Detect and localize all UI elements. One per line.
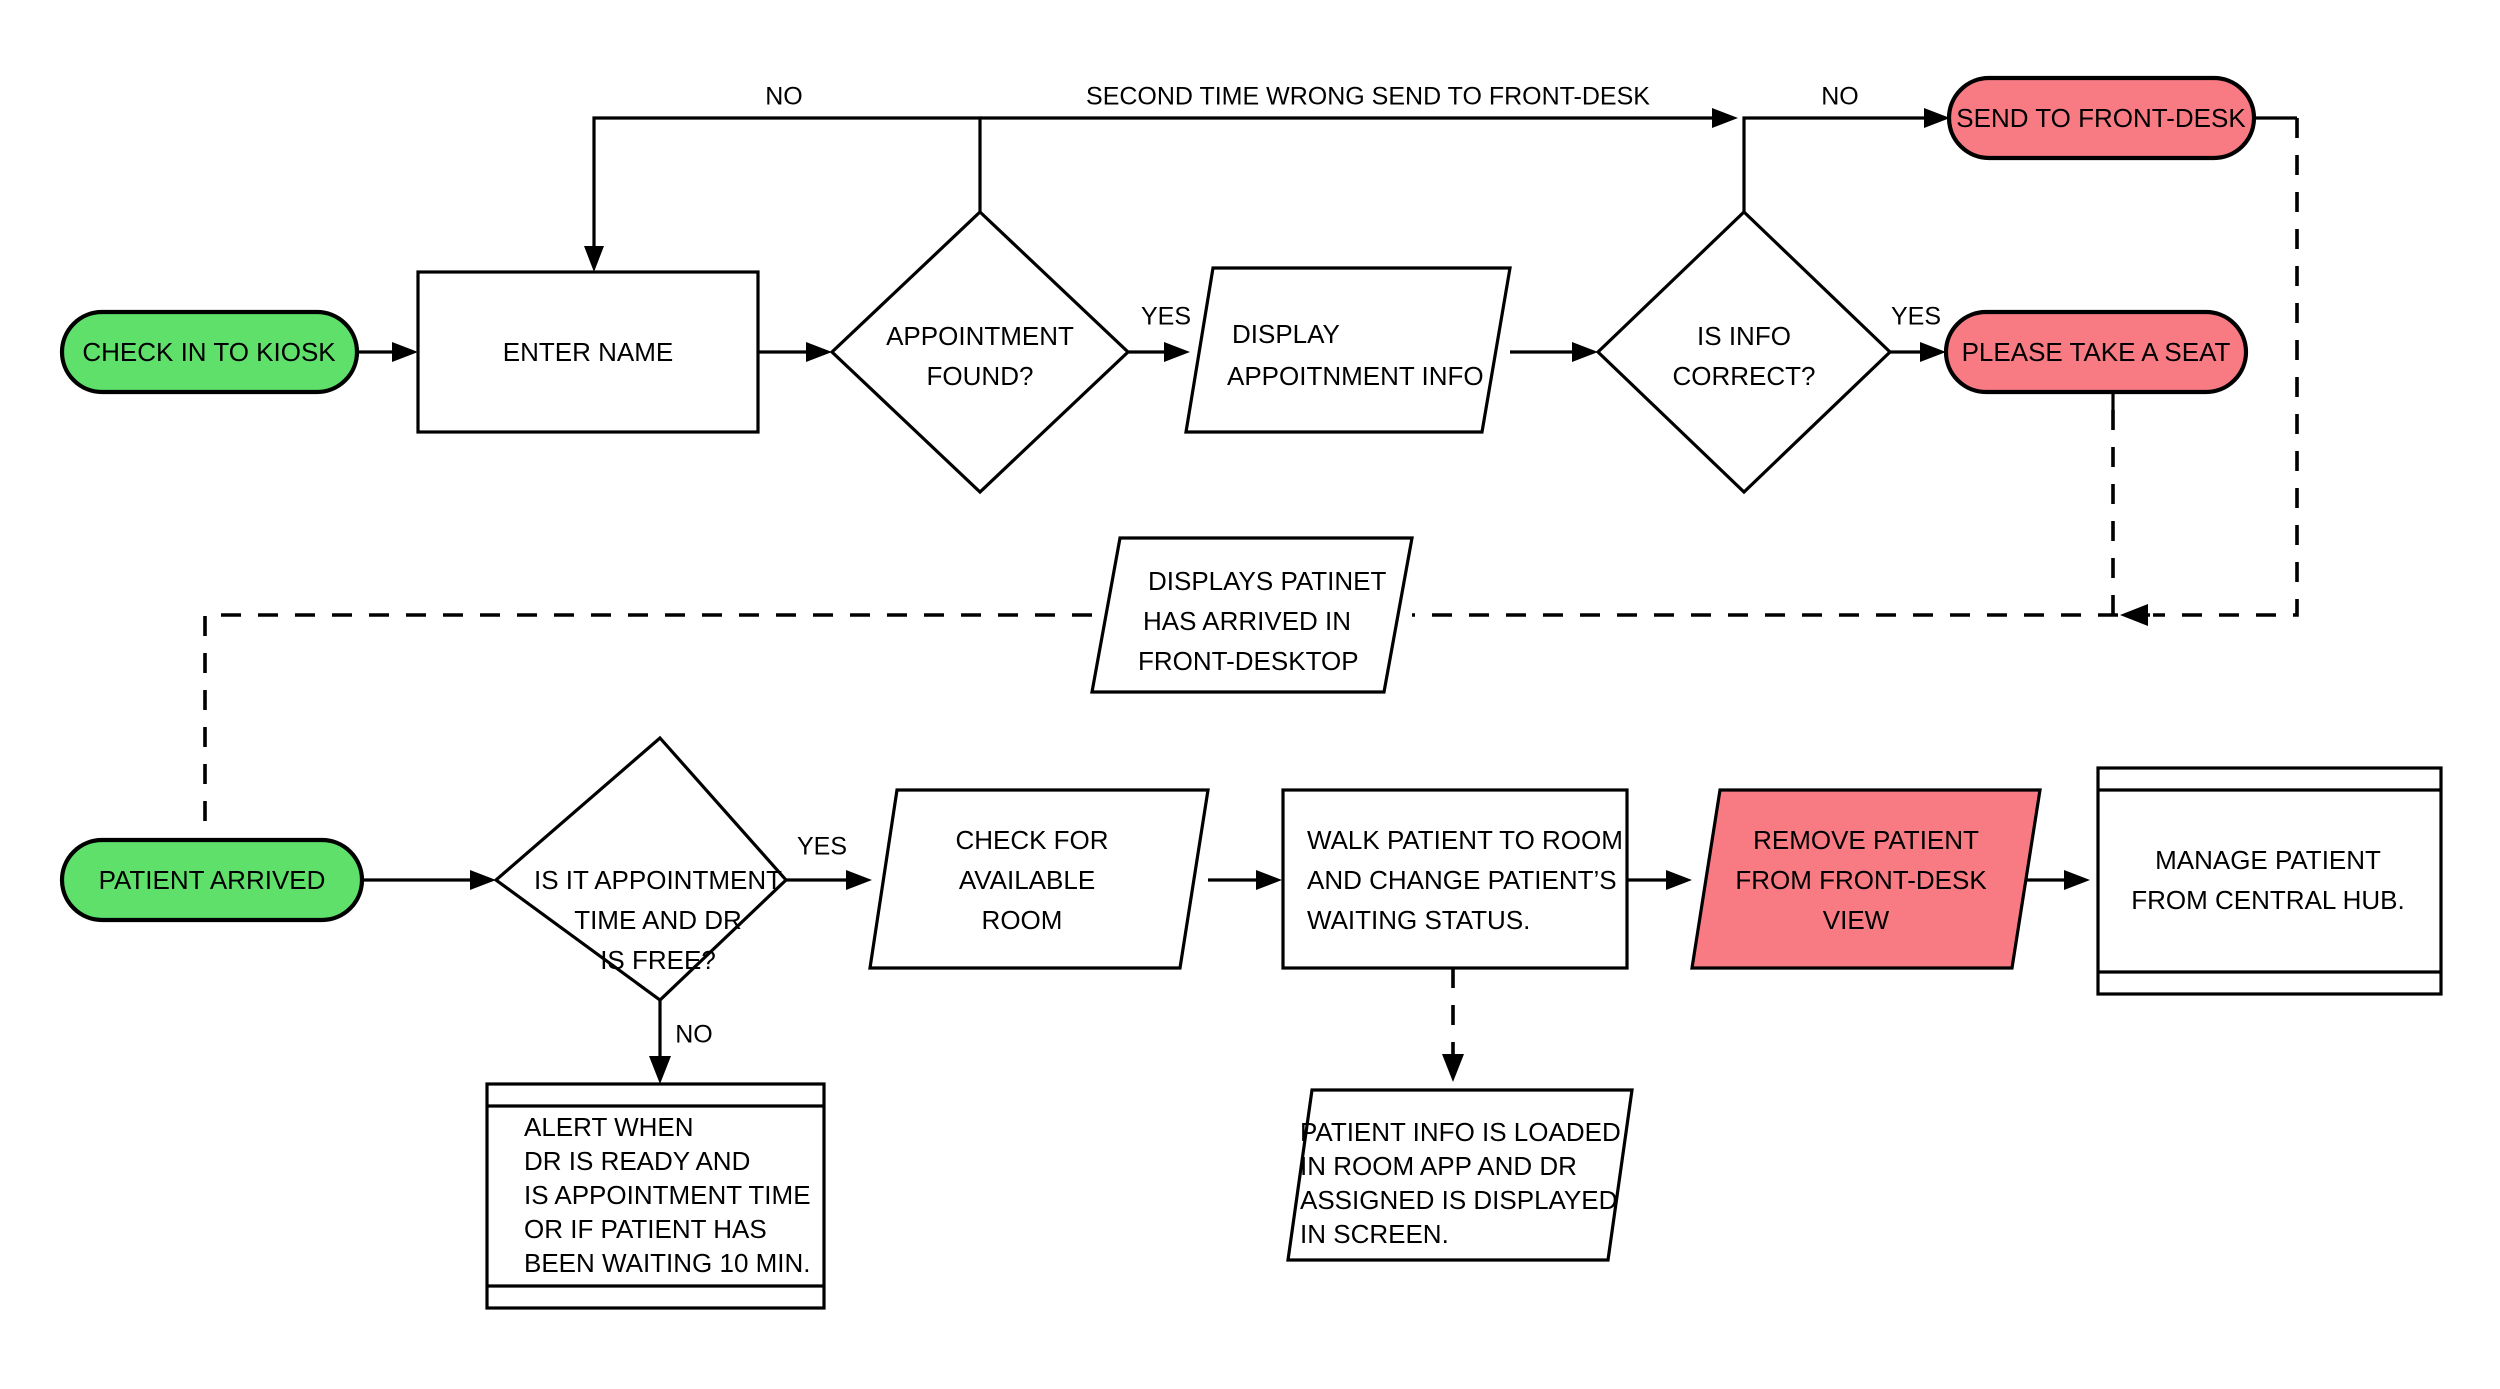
node-is-info-correct[interactable]: IS INFO CORRECT? [1595, 209, 1893, 495]
node-label-is-appt-time-line2: TIME AND DR [574, 905, 742, 935]
edge-label-yes-info-correct: YES [1891, 303, 1941, 331]
node-display-appointment-info[interactable]: DISPLAY APPOITNMENT INFO [1184, 266, 1512, 434]
edge-walk-patient-to-patient-info [1442, 968, 1464, 1082]
node-label-walk-patient-line3: WAITING STATUS. [1307, 905, 1530, 935]
arrowhead-icon [649, 1056, 671, 1084]
edge-label-no-appointment-time: NO [675, 1021, 713, 1049]
edge-appointment-found-yes [1128, 342, 1190, 362]
arrowhead-icon [806, 342, 832, 362]
node-label-display-info-line2: APPOITNMENT INFO [1227, 361, 1484, 391]
node-label-alert-line5: BEEN WAITING 10 MIN. [524, 1248, 811, 1278]
arrowhead-icon [1442, 1054, 1464, 1082]
edge-label-second-time-wrong: SECOND TIME WRONG SEND TO FRONT-DESK [1086, 83, 1650, 111]
node-manage-patient-central-hub[interactable]: MANAGE PATIENT FROM CENTRAL HUB. [2096, 766, 2443, 996]
node-label-remove-patient-line2: FROM FRONT-DESK [1735, 865, 1987, 895]
node-appointment-found[interactable]: APPOINTMENT FOUND? [829, 209, 1131, 495]
edge-label-yes-appointment-time: YES [797, 833, 847, 861]
edge-is-info-correct-yes [1890, 342, 1946, 362]
arrowhead-icon [1164, 342, 1190, 362]
node-is-appointment-time[interactable]: IS IT APPOINTMENT TIME AND DR IS FREE? [493, 735, 789, 1003]
node-label-display-info-line1: DISPLAY [1232, 319, 1340, 349]
node-patient-arrived[interactable]: PATIENT ARRIVED [59, 837, 365, 923]
node-label-alert-line4: OR IF PATIENT HAS [524, 1214, 767, 1244]
node-label-appointment-found-line2: FOUND? [927, 361, 1034, 391]
node-label-central-hub-line2: FROM CENTRAL HUB. [2131, 885, 2405, 915]
node-label-patient-info-line4: IN SCREEN. [1300, 1219, 1449, 1249]
node-label-check-room-line3: ROOM [982, 905, 1063, 935]
node-enter-name[interactable]: ENTER NAME [416, 270, 760, 434]
arrowhead-icon [1256, 870, 1282, 890]
node-label-please-take-a-seat: PLEASE TAKE A SEAT [1962, 337, 2231, 367]
edge-display-info-to-is-info-correct [1510, 342, 1598, 362]
node-label-is-info-correct-line1: IS INFO [1697, 321, 1791, 351]
node-label-appointment-found-line1: APPOINTMENT [886, 321, 1074, 351]
edge-label-no-info-correct: NO [1821, 83, 1859, 111]
node-check-in-to-kiosk[interactable]: CHECK IN TO KIOSK [59, 309, 360, 395]
node-label-patient-info-line1: PATIENT INFO IS LOADED [1300, 1117, 1621, 1147]
node-label-send-to-front-desk: SEND TO FRONT-DESK [1956, 103, 2246, 133]
node-walk-patient-to-room[interactable]: WALK PATIENT TO ROOM AND CHANGE PATIENT’… [1281, 788, 1629, 970]
node-please-take-a-seat[interactable]: PLEASE TAKE A SEAT [1943, 309, 2249, 395]
node-label-is-appt-time-line1: IS IT APPOINTMENT [534, 865, 782, 895]
arrowhead-icon [2120, 604, 2148, 626]
node-patient-info-loaded[interactable]: PATIENT INFO IS LOADED IN ROOM APP AND D… [1286, 1088, 1634, 1262]
node-send-to-front-desk[interactable]: SEND TO FRONT-DESK [1946, 75, 2257, 161]
arrowhead-icon [1666, 870, 1692, 890]
edge-check-room-to-walk-patient [1208, 870, 1282, 890]
edge-patient-arrived-to-decision [363, 870, 496, 890]
node-label-enter-name: ENTER NAME [503, 337, 673, 367]
edge-kiosk-to-enter-name [355, 342, 418, 362]
node-label-patient-info-line3: ASSIGNED IS DISPLAYED [1300, 1185, 1617, 1215]
node-label-remove-patient-line3: VIEW [1823, 905, 1890, 935]
arrowhead-icon [584, 246, 604, 272]
node-check-for-available-room[interactable]: CHECK FOR AVAILABLE ROOM [868, 788, 1210, 970]
node-label-alert-line2: DR IS READY AND [524, 1146, 750, 1176]
edge-decision-no-to-alert [649, 1000, 671, 1084]
edge-label-no-appointment-found: NO [765, 83, 803, 111]
node-label-displays-patient-line1: DISPLAYS PATINET [1148, 566, 1387, 596]
edge-appointment-found-no-loop [584, 116, 982, 272]
node-label-walk-patient-line2: AND CHANGE PATIENT’S [1307, 865, 1617, 895]
arrowhead-icon [392, 342, 418, 362]
node-label-walk-patient-line1: WALK PATIENT TO ROOM [1307, 825, 1623, 855]
node-label-alert-line3: IS APPOINTMENT TIME [524, 1180, 811, 1210]
arrowhead-icon [1712, 108, 1738, 128]
node-label-is-appt-time-line3: IS FREE? [600, 945, 716, 975]
node-label-central-hub-line1: MANAGE PATIENT [2155, 845, 2381, 875]
node-label-displays-patient-line2: HAS ARRIVED IN [1143, 606, 1351, 636]
arrowhead-icon [1920, 342, 1946, 362]
edge-enter-name-to-appointment-found [758, 342, 832, 362]
node-remove-patient-front-desk[interactable]: REMOVE PATIENT FROM FRONT-DESK VIEW [1690, 788, 2042, 970]
node-label-remove-patient-line1: REMOVE PATIENT [1753, 825, 1979, 855]
node-label-displays-patient-line3: FRONT-DESKTOP [1138, 646, 1359, 676]
arrowhead-icon [846, 870, 872, 890]
edge-label-yes-appointment-found: YES [1141, 303, 1191, 331]
edge-send-front-desk-to-bus [2153, 116, 2299, 617]
node-label-check-in-to-kiosk: CHECK IN TO KIOSK [82, 337, 336, 367]
edge-take-a-seat-to-bus [2111, 384, 2153, 617]
node-displays-patient-arrived[interactable]: DISPLAYS PATINET HAS ARRIVED IN FRONT-DE… [1090, 536, 1414, 694]
node-label-patient-info-line2: IN ROOM APP AND DR [1300, 1151, 1577, 1181]
node-label-patient-arrived: PATIENT ARRIVED [99, 865, 326, 895]
arrowhead-icon [470, 870, 496, 890]
arrowhead-icon [2064, 870, 2090, 890]
edge-second-time-wrong [980, 108, 1738, 128]
arrowhead-icon [1572, 342, 1598, 362]
node-label-check-room-line1: CHECK FOR [955, 825, 1108, 855]
arrowhead-icon [1924, 108, 1950, 128]
edge-is-info-correct-no [1742, 108, 1950, 212]
node-label-check-room-line2: AVAILABLE [959, 865, 1095, 895]
node-label-is-info-correct-line2: CORRECT? [1672, 361, 1815, 391]
node-alert-when-dr-ready[interactable]: ALERT WHEN DR IS READY AND IS APPOINTMEN… [485, 1082, 826, 1310]
edge-decision-yes-to-check-room [786, 870, 872, 890]
edge-walk-patient-to-remove-patient [1627, 870, 1692, 890]
node-label-alert-line1: ALERT WHEN [524, 1112, 694, 1142]
